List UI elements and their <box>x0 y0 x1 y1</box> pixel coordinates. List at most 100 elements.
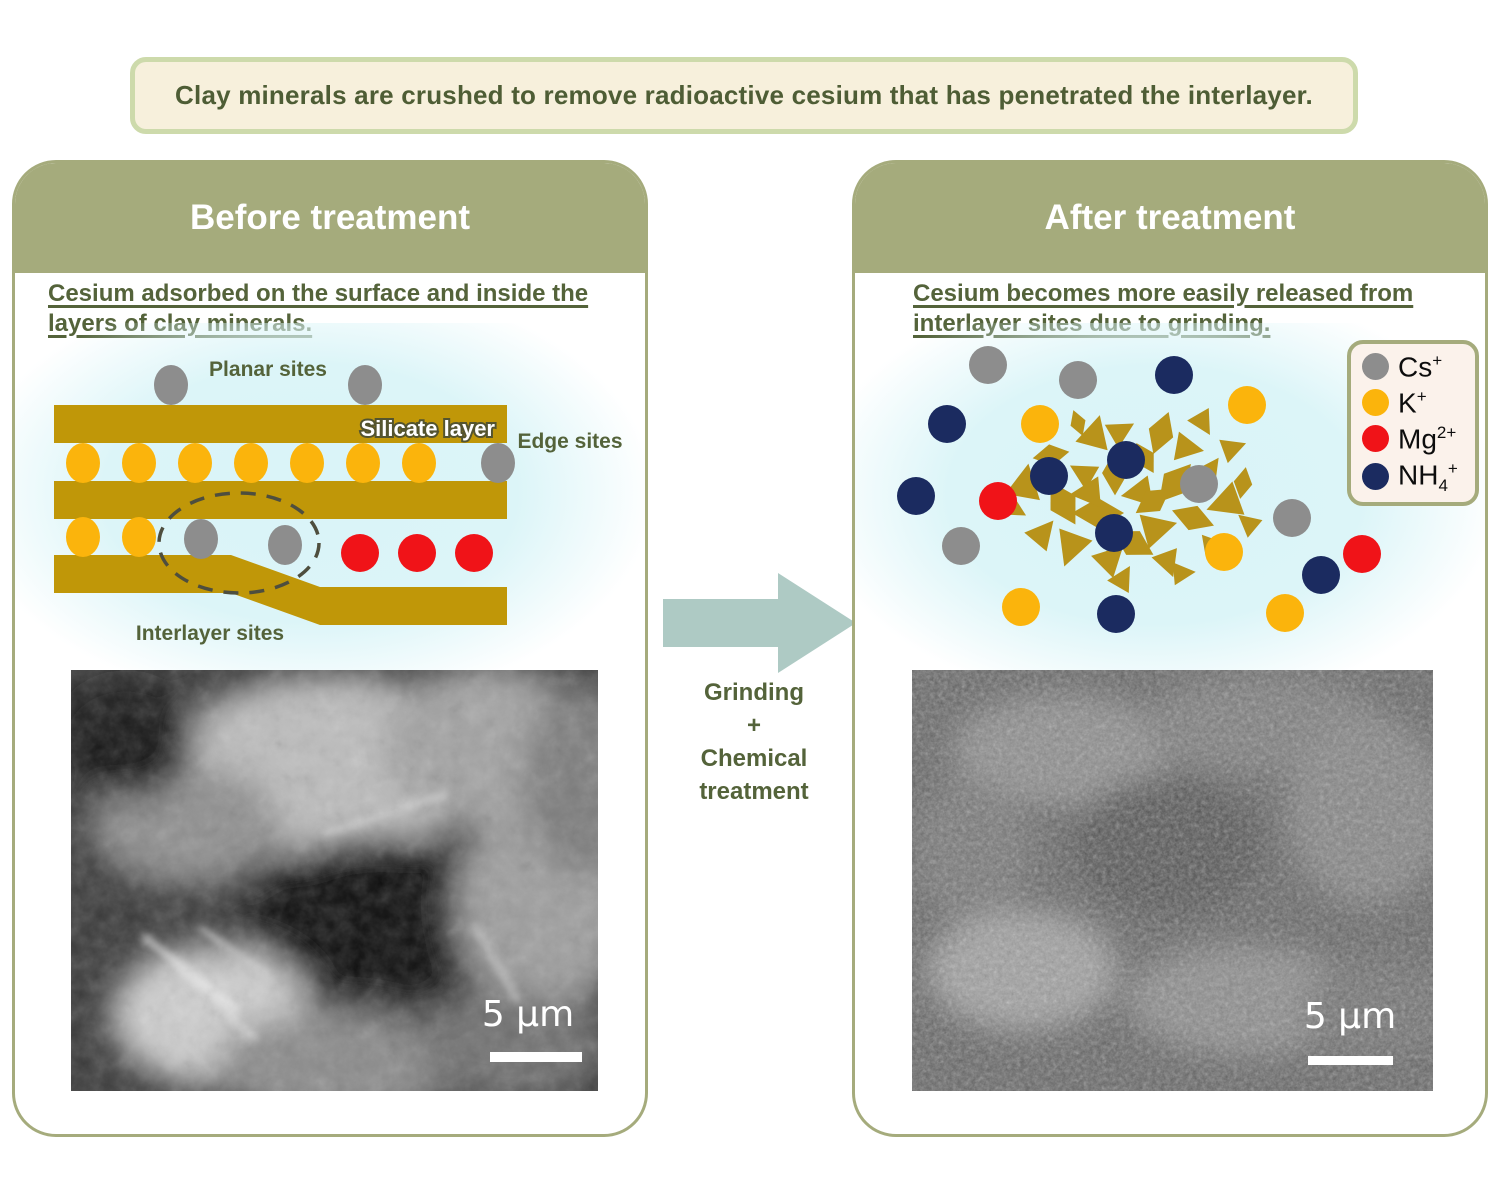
ion-k <box>66 443 100 483</box>
legend-label-mg: Mg2+ <box>1398 422 1457 455</box>
after-scale-bar <box>1308 1056 1393 1065</box>
clay-fragment <box>1059 528 1093 567</box>
after-caption-line1: Cesium becomes more easily released from <box>913 280 1414 307</box>
ion-cs <box>184 519 218 559</box>
clay-fragment <box>1173 431 1204 461</box>
ion-k <box>1002 588 1040 626</box>
ion-nh4 <box>1107 441 1145 479</box>
ion-k <box>1021 405 1059 443</box>
ion-k <box>290 443 324 483</box>
clay-fragment <box>1206 481 1245 515</box>
sem-noise-texture <box>71 670 598 1091</box>
legend-row-nh4: NH4+ <box>1362 460 1471 494</box>
ion-nh4 <box>897 477 935 515</box>
ion-nh4 <box>928 405 966 443</box>
clay-fragment <box>1069 465 1100 491</box>
mg-dot-icon <box>1362 425 1389 453</box>
k-dot-icon <box>1362 389 1389 417</box>
ion-cs <box>268 525 302 565</box>
before-ion-group <box>66 365 515 572</box>
clay-fragment <box>1107 565 1130 593</box>
clay-fragment <box>1219 439 1247 464</box>
after-scale-label: 5 μm <box>1304 996 1396 1037</box>
legend-row-cs: Cs+ <box>1362 352 1471 381</box>
ion-legend: Cs+ K+Mg2+NH4+ <box>1347 340 1479 506</box>
arrow-label-line: Chemical <box>700 745 808 772</box>
ion-k <box>66 517 100 557</box>
arrow-label-line: + <box>746 712 761 739</box>
silicate-bar-3-bent <box>54 555 507 625</box>
ion-cs <box>1180 465 1218 503</box>
ion-cs <box>154 365 188 405</box>
ion-nh4 <box>1155 356 1193 394</box>
process-arrow-label: Grinding + Chemical treatment <box>640 676 868 808</box>
arrow-label-line: treatment <box>699 778 809 805</box>
clay-fragment <box>1139 514 1178 549</box>
before-treatment-panel: Before treatment Cesium adsorbed on the … <box>12 160 648 1137</box>
interlayer-highlight-ellipse <box>157 491 321 595</box>
ion-nh4 <box>1095 514 1133 552</box>
crushed-clay-fragments <box>996 408 1263 593</box>
before-panel-header: Before treatment <box>15 163 645 273</box>
legend-label-k: K+ <box>1398 387 1427 419</box>
ion-mg <box>1343 535 1381 573</box>
ion-cs <box>481 443 515 483</box>
process-arrow-icon <box>663 573 856 673</box>
after-panel-header: After treatment <box>855 163 1485 273</box>
ion-k <box>346 443 380 483</box>
edge-sites-label: Edge sites <box>517 430 622 453</box>
ion-cs <box>942 527 980 565</box>
cs-dot-icon <box>1362 353 1389 381</box>
clay-fragment <box>1135 488 1171 514</box>
clay-fragment <box>1070 410 1086 436</box>
clay-fragment <box>1151 548 1177 578</box>
planar-sites-label: Planar sites <box>209 358 327 381</box>
ion-mg <box>341 534 379 572</box>
clay-fragment <box>1172 562 1196 586</box>
ion-mg <box>398 534 436 572</box>
released-ions-diagram <box>855 323 1485 683</box>
ion-k <box>178 443 212 483</box>
nh4-dot-icon <box>1362 463 1389 491</box>
before-scale-label: 5 μm <box>482 994 574 1035</box>
clay-fragment <box>1233 467 1253 499</box>
legend-label-cs: Cs+ <box>1398 351 1443 383</box>
ion-cs <box>1273 499 1311 537</box>
before-panel-title: Before treatment <box>189 198 471 237</box>
ion-k <box>1266 594 1304 632</box>
clay-fragment <box>1024 520 1054 552</box>
ion-k <box>234 443 268 483</box>
after-treatment-panel: After treatment Cesium becomes more easi… <box>852 160 1488 1137</box>
clay-fragment <box>1172 505 1214 531</box>
ion-mg <box>455 534 493 572</box>
clay-fragment <box>1091 545 1124 578</box>
ion-nh4 <box>1030 457 1068 495</box>
after-panel-title: After treatment <box>1044 198 1296 237</box>
interlayer-sites-label: Interlayer sites <box>136 622 284 645</box>
silicate-bar-1 <box>54 405 507 443</box>
ion-k <box>122 443 156 483</box>
ion-k <box>402 443 436 483</box>
before-caption-line1: Cesium adsorbed on the surface and insid… <box>48 280 589 307</box>
after-sem-image: 5 μm <box>912 670 1433 1091</box>
after-ion-group <box>897 346 1381 633</box>
before-scale-bar <box>490 1052 582 1062</box>
ion-k <box>122 517 156 557</box>
clay-fragment <box>1187 408 1210 436</box>
legend-label-nh4: NH4+ <box>1398 458 1458 495</box>
sem-fine-noise-texture <box>912 670 1433 1091</box>
ion-cs <box>969 346 1007 384</box>
silicate-layer-label: Silicate layer <box>360 416 495 441</box>
ion-nh4 <box>1302 556 1340 594</box>
clay-layer-diagram: Planar sites Silicate layer Edge sites I… <box>15 323 645 683</box>
clay-fragment <box>1075 415 1108 451</box>
legend-row-k: K+ <box>1362 388 1471 417</box>
legend-row-mg: Mg2+ <box>1362 424 1471 453</box>
ion-k <box>1228 386 1266 424</box>
ion-nh4 <box>1097 595 1135 633</box>
clay-fragment <box>1104 423 1135 449</box>
ion-cs <box>348 365 382 405</box>
arrow-label-line: Grinding <box>704 679 804 706</box>
ion-mg <box>979 482 1017 520</box>
